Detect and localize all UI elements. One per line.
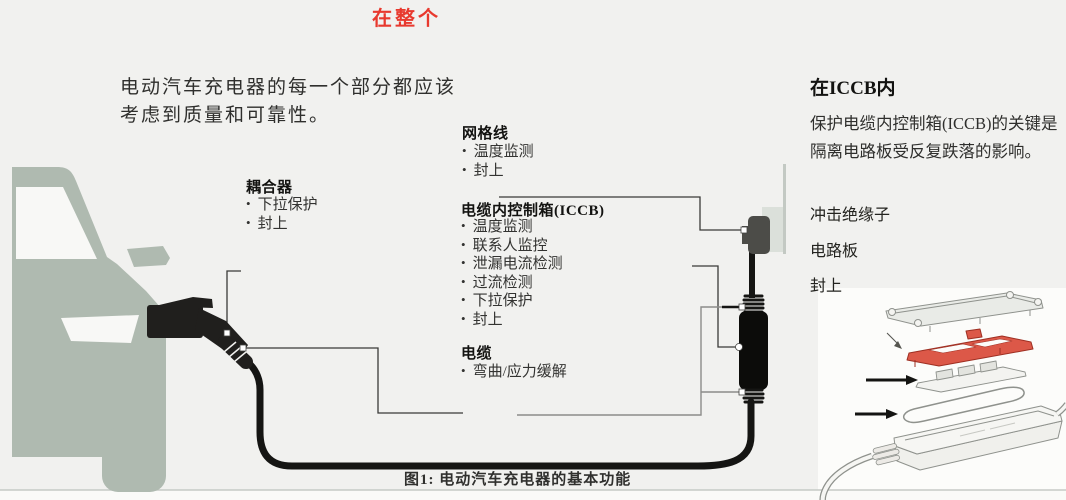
car-mirror [127, 246, 170, 267]
housing-cable-right [1055, 402, 1066, 417]
cable-list: 弯曲/应力缓解 [461, 363, 567, 382]
callout-markers [223, 226, 748, 396]
intro-paragraph: 电动汽车充电器的每一个部分都应该考虑到质量和可靠性。 [120, 77, 457, 126]
grid-plug [742, 216, 770, 254]
coupler-list: 下拉保护 封上 [246, 196, 318, 233]
seal-gasket [902, 386, 1025, 424]
car-silhouette [12, 167, 170, 492]
marker-seal-bottom [738, 388, 746, 396]
cable-label-leader [243, 347, 463, 414]
exploded-view [819, 291, 1066, 500]
iccb-heading: 电缆内控制箱(ICCB) [461, 203, 605, 219]
marker-strain [239, 344, 247, 352]
exploded-top-cover [885, 291, 1044, 332]
gridline-list: 温度监测 封上 [462, 143, 534, 180]
list-item: 弯曲/应力缓解 [461, 363, 567, 382]
iccb-list: 温度监测 联系人监控 泄漏电流检测 过流检测 下拉保护 封上 [461, 218, 563, 330]
gridline-heading: 网格线 [462, 126, 509, 142]
gridline-leader [499, 196, 744, 231]
marker-seal-top [738, 303, 746, 311]
iccb-box [739, 294, 768, 404]
housing-strain-relief [872, 443, 900, 466]
leader-lines [226, 196, 744, 414]
car-windshield [16, 187, 97, 259]
insulator-arrow [886, 332, 902, 349]
charging-cable [236, 252, 755, 470]
right-panel-heading: 在ICCB内 [810, 78, 896, 99]
circuit-board [915, 360, 1027, 393]
coupler-plug [147, 297, 253, 369]
bottom-housing [893, 405, 1063, 471]
label-shock-insulator: 冲击绝缘子 [810, 207, 891, 224]
housing-cable-left [819, 452, 874, 500]
right-panel-body: 保护电缆内控制箱(ICCB)的关键是隔离电路板受反复跌落的影响。 [810, 114, 1058, 161]
coupler-heading: 耦合器 [246, 180, 293, 196]
list-item: 封上 [461, 311, 563, 330]
marker-gridplug [740, 226, 748, 234]
list-item: 过流检测 [461, 274, 563, 293]
list-item: 温度监测 [461, 218, 563, 237]
marker-iccb [735, 343, 743, 351]
cable-heading: 电缆 [461, 346, 493, 362]
iccb-top-gland [742, 294, 765, 314]
list-item: 下拉保护 [461, 292, 563, 311]
car-headlight [61, 315, 139, 343]
list-item: 联系人监控 [461, 237, 563, 256]
coupler-leader [226, 270, 241, 333]
figure-caption: 图1: 电动汽车充电器的基本功能 [404, 472, 632, 488]
seal-arrow [855, 409, 898, 419]
list-item: 下拉保护 [246, 196, 318, 215]
label-circuit-board: 电路板 [810, 243, 859, 260]
label-seal: 封上 [810, 278, 843, 295]
car-wheel [102, 428, 166, 492]
marker-coupler [223, 329, 231, 337]
list-item: 温度监测 [462, 143, 534, 162]
seal-leader-lines [517, 306, 740, 416]
shock-insulator [906, 328, 1034, 367]
list-item: 泄漏电流检测 [461, 255, 563, 274]
list-item: 封上 [246, 215, 318, 234]
page-bottom-strip [0, 490, 1066, 500]
list-item: 封上 [462, 162, 534, 181]
iccb-bottom-gland [742, 388, 765, 404]
page-title: 在整个 [372, 8, 441, 30]
circuit-board-arrow [866, 375, 918, 385]
